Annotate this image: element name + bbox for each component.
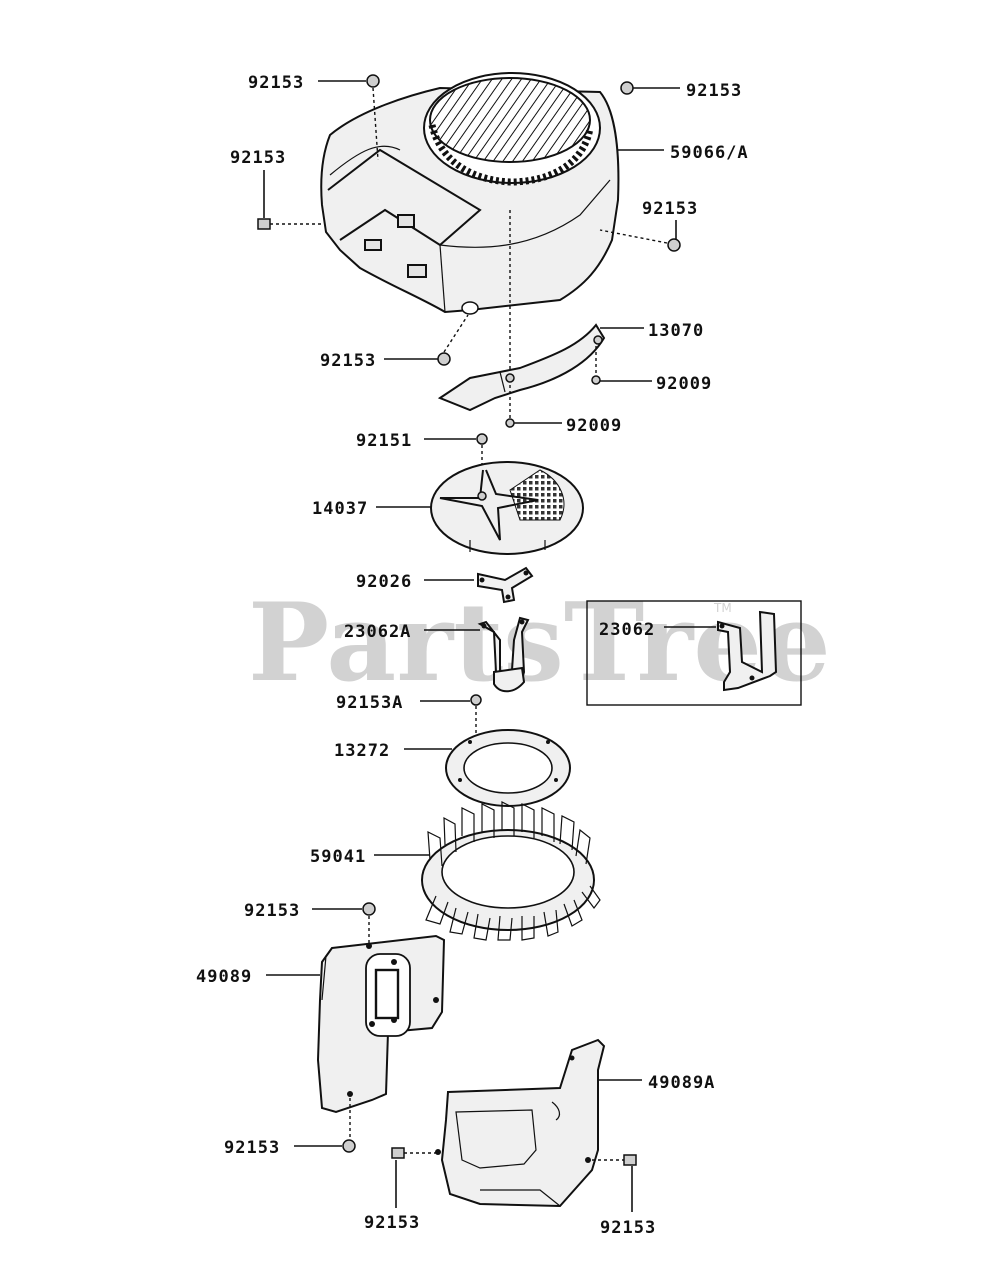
label-92153-bottom-left: 92153 (364, 1213, 420, 1233)
bolt-92153-right: 92153 (599, 199, 698, 252)
label-49089: 49089 (196, 967, 252, 987)
label-92153-left: 92153 (230, 148, 286, 168)
label-92153-housing-bottom: 92153 (320, 351, 376, 371)
label-13070: 13070 (648, 321, 704, 341)
watermark-text: PartsTree (248, 580, 831, 706)
label-14037: 14037 (312, 499, 368, 519)
bolt-92153-top-left: 92153 (248, 73, 380, 161)
bolt-92009-lower: 92009 (505, 385, 622, 436)
watermark: PartsTree TM (248, 580, 831, 706)
trademark-symbol: TM (713, 601, 732, 615)
label-92153-cover-bottom: 92153 (224, 1138, 280, 1158)
guide-bracket (437, 210, 606, 412)
cooling-fan: 59041 (310, 801, 601, 941)
label-92153-top-left: 92153 (248, 73, 304, 93)
label-92153-top-right: 92153 (686, 81, 742, 101)
bolt-92153-bottom-left: 92153 (364, 1147, 438, 1233)
bolt-92153-cover-bottom: 92153 (224, 1098, 356, 1158)
plate-92026: 92026 (356, 566, 534, 604)
bolt-92153a: 92153A (336, 693, 482, 738)
bolt-92009-right: 92009 (591, 346, 712, 394)
bracket-13070-label-group: 13070 (600, 321, 704, 341)
label-23062a: 23062A (344, 622, 411, 642)
bolt-92153-bottom-right: 92153 (592, 1154, 656, 1238)
label-92153-cover-top: 92153 (244, 901, 300, 921)
label-23062: 23062 (599, 620, 655, 640)
blower-housing (320, 72, 620, 315)
label-92009-lower: 92009 (566, 416, 622, 436)
label-49089a: 49089A (648, 1073, 715, 1093)
housing-label-group: 59066/A (617, 143, 749, 163)
label-92153a: 92153A (336, 693, 403, 713)
bolt-92153-cover-top: 92153 (244, 901, 376, 946)
bolt-92153-housing-bottom: 92153 (320, 314, 469, 371)
label-92009-right: 92009 (656, 374, 712, 394)
bolt-92153-top-right: 92153 (620, 81, 742, 101)
bolt-92153-left: 92153 (230, 148, 322, 230)
label-59041: 59041 (310, 847, 366, 867)
label-92153-bottom-right: 92153 (600, 1218, 656, 1238)
label-59066a: 59066/A (670, 143, 749, 163)
screen-14037-label-group: 14037 (312, 499, 432, 519)
bracket-23062a: 23062A (344, 616, 530, 693)
label-92026: 92026 (356, 572, 412, 592)
cylinder-cover-lower: 49089A (435, 1038, 715, 1208)
cylinder-cover: 49089 (196, 934, 446, 1114)
label-92151: 92151 (356, 431, 412, 451)
bolt-92151: 92151 (356, 431, 488, 488)
label-13272: 13272 (334, 741, 390, 761)
label-92153-right: 92153 (642, 199, 698, 219)
rotating-screen (430, 461, 584, 555)
plate-13272: 13272 (334, 729, 571, 807)
inset-23062: 23062 (586, 600, 802, 706)
